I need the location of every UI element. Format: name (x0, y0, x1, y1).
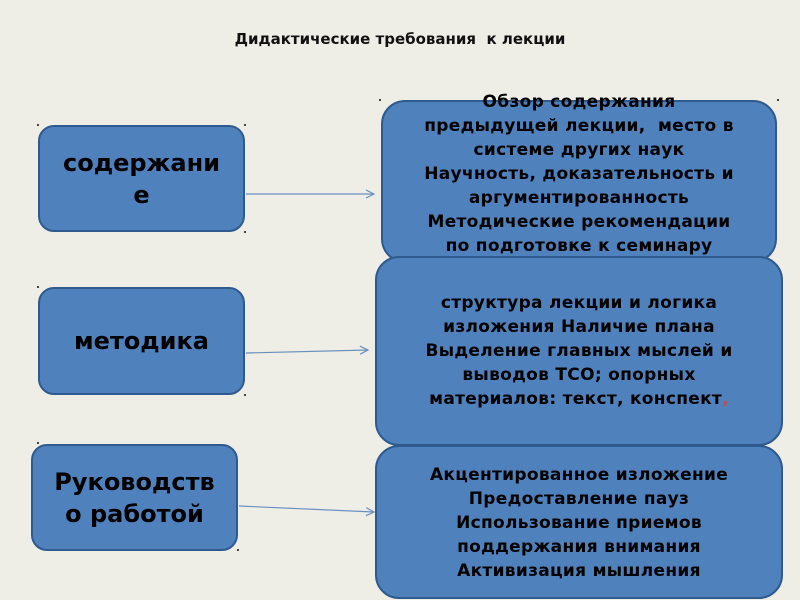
arrow-row-3 (238, 505, 374, 512)
detail-box-method: структура лекции и логика изложения Нали… (375, 256, 783, 446)
category-label-line: Руководств (54, 467, 215, 496)
category-label-line: содержани (62, 148, 221, 177)
detail-line: Акцентированное изложение (429, 465, 729, 485)
corner-dot (237, 549, 239, 551)
detail-line: предыдущей лекции, место в (424, 116, 734, 136)
detail-line-with-mark: материалов: текст, конспект, (429, 387, 729, 411)
diagram-title: Дидактические требования к лекции (234, 30, 566, 48)
category-box-method: методика (38, 287, 245, 395)
category-label-line: о работой (65, 499, 204, 528)
detail-box-content: Обзор содержания предыдущей лекции, мест… (381, 92, 777, 263)
detail-line: структура лекции и логика (440, 293, 718, 313)
detail-line: аргументированность (468, 188, 690, 208)
detail-line: Обзор содержания (482, 92, 676, 112)
detail-line: материалов: текст, конспект (429, 389, 723, 409)
detail-box-guidance: Акцентированное изложение Предоставление… (375, 445, 783, 599)
category-label-line: е (133, 180, 150, 209)
detail-line: Методические рекомендации (427, 212, 731, 232)
detail-line: Использование приемов (456, 513, 702, 533)
corner-dot (244, 231, 246, 233)
corner-dot (37, 286, 39, 288)
trailing-mark: , (722, 389, 729, 409)
detail-line: Выделение главных мыслей и (425, 341, 733, 361)
category-label-line: методика (74, 327, 209, 355)
detail-line: выводов ТСО; опорных (462, 365, 696, 385)
detail-line: Активизация мышления (457, 561, 701, 581)
corner-dot (244, 124, 246, 126)
detail-line: Предоставление пауз (468, 489, 690, 509)
corner-dot (37, 124, 39, 126)
category-box-guidance: Руководств о работой (31, 444, 238, 551)
corner-dot (37, 442, 39, 444)
corner-dot (379, 99, 381, 101)
detail-line: Научность, доказательность и (424, 164, 734, 184)
detail-line: поддержания внимания (457, 537, 701, 557)
detail-line: изложения Наличие плана (443, 317, 715, 337)
arrow-row-2 (245, 350, 368, 353)
corner-dot (244, 394, 246, 396)
detail-line: системе других наук (473, 140, 685, 160)
corner-dot (777, 99, 779, 101)
detail-line: по подготовке к семинару (445, 236, 713, 256)
category-box-content: содержани е (38, 125, 245, 232)
